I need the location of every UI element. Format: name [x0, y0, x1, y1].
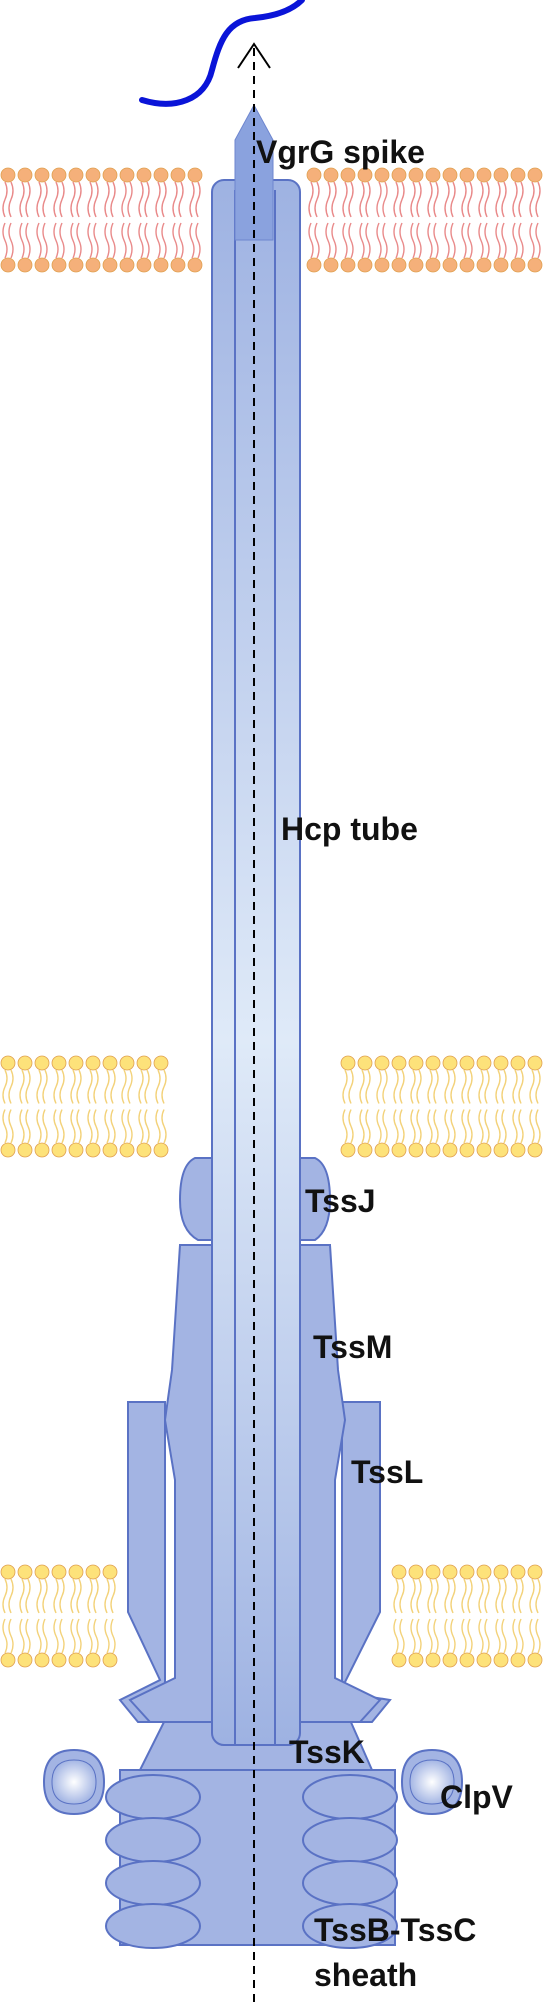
inner-membrane-upper [0, 1055, 543, 1158]
sheath-rings-left [105, 1774, 201, 1949]
effector-curve [139, 0, 305, 107]
label-sheath-line1: TssB-TssC [314, 1912, 476, 1948]
vgrg-spike [234, 103, 274, 241]
tssj-left [178, 1157, 215, 1241]
clpv-left [42, 1748, 106, 1816]
label-tssm: TssM [313, 1329, 392, 1365]
clpv-right [400, 1748, 464, 1816]
label-clpv: ClpV [440, 1779, 514, 1815]
label-vgrg-spike: VgrG spike [256, 134, 425, 170]
label-tssj: TssJ [305, 1183, 376, 1219]
tssl-right [338, 1401, 392, 1723]
label-sheath-line2: sheath [314, 1957, 417, 1993]
tssm-right [299, 1244, 382, 1723]
label-tssl: TssL [351, 1454, 423, 1490]
tssl-left [118, 1401, 166, 1723]
inner-membrane-lower [0, 1564, 543, 1668]
tssj-right [297, 1157, 332, 1241]
label-tssk: TssK [289, 1734, 365, 1770]
label-hcp-tube: Hcp tube [281, 811, 418, 847]
secretion-axis-arrow [237, 42, 271, 2002]
hcp-tube-outer [211, 179, 301, 1746]
outer-membrane [0, 167, 543, 273]
sheath-rings-right [302, 1774, 398, 1949]
